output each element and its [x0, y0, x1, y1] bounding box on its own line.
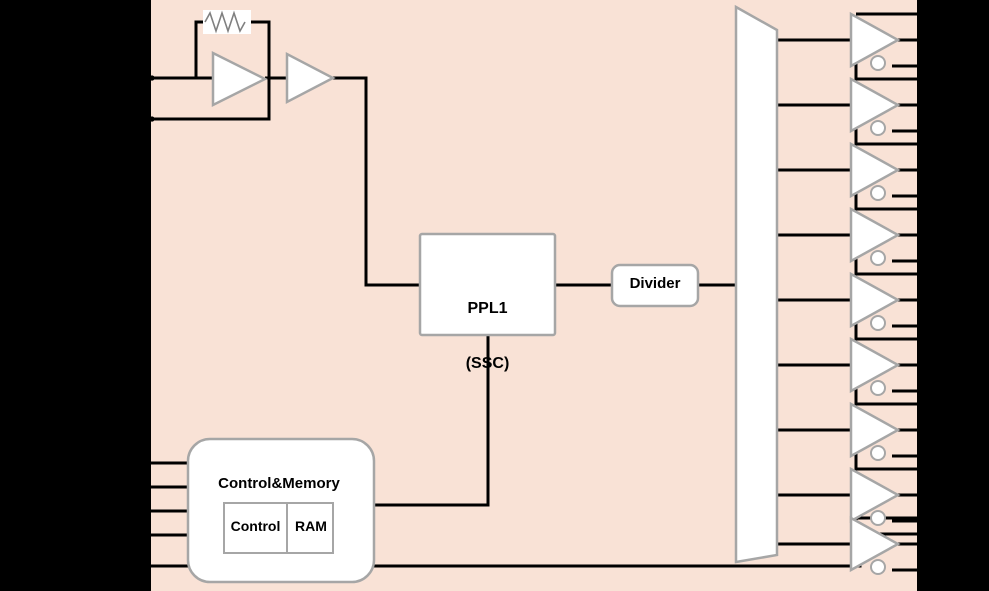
- output-buffer-4-enable-bubble[interactable]: [870, 250, 886, 266]
- wire-buffer-to-pll: [333, 76, 420, 287]
- output-buffer-8-icon[interactable]: [849, 466, 901, 524]
- xtal-in-pin-dot: [149, 75, 155, 81]
- ram-sub-block[interactable]: [286, 502, 334, 554]
- output-buffer-4-icon[interactable]: [849, 206, 901, 264]
- resistor-zigzag: [204, 10, 246, 34]
- output-buffer-9-enable-bubble[interactable]: [870, 559, 886, 575]
- output-buffer-group: [849, 11, 901, 575]
- oscillator-buffer-icon: [285, 51, 336, 105]
- output-buffer-8-enable-bubble[interactable]: [870, 510, 886, 526]
- wire-xtal-out: [151, 78, 271, 121]
- output-buffer-5-icon[interactable]: [849, 271, 901, 329]
- output-buffer-3-enable-bubble[interactable]: [870, 185, 886, 201]
- wire-layer: [151, 12, 917, 572]
- output-buffer-7-icon[interactable]: [849, 401, 901, 459]
- clock-distribution-trapezoid[interactable]: [734, 4, 779, 564]
- output-buffer-5-enable-bubble[interactable]: [870, 315, 886, 331]
- output-buffer-6-icon[interactable]: [849, 336, 901, 394]
- control-sub-block[interactable]: [223, 502, 288, 554]
- oscillator-amplifier-icon: [211, 50, 268, 108]
- output-buffer-9-icon[interactable]: [849, 515, 901, 573]
- output-buffer-2-icon[interactable]: [849, 76, 901, 134]
- output-buffer-1-enable-bubble[interactable]: [870, 55, 886, 71]
- pll-block[interactable]: [418, 232, 557, 337]
- feedback-resistor: [203, 10, 251, 34]
- wire-pll-to-control: [374, 335, 490, 507]
- pin-junction-dots: [149, 75, 155, 122]
- output-buffer-6-enable-bubble[interactable]: [870, 380, 886, 396]
- output-buffer-7-enable-bubble[interactable]: [870, 445, 886, 461]
- divider-block[interactable]: [610, 263, 700, 308]
- output-buffer-3-icon[interactable]: [849, 141, 901, 199]
- wire-feedback-left: [194, 20, 205, 78]
- xtal-out-pin-dot: [149, 116, 155, 122]
- output-buffer-2-enable-bubble[interactable]: [870, 120, 886, 136]
- output-buffer-1-icon[interactable]: [849, 11, 901, 69]
- wire-feedback-right: [250, 20, 271, 78]
